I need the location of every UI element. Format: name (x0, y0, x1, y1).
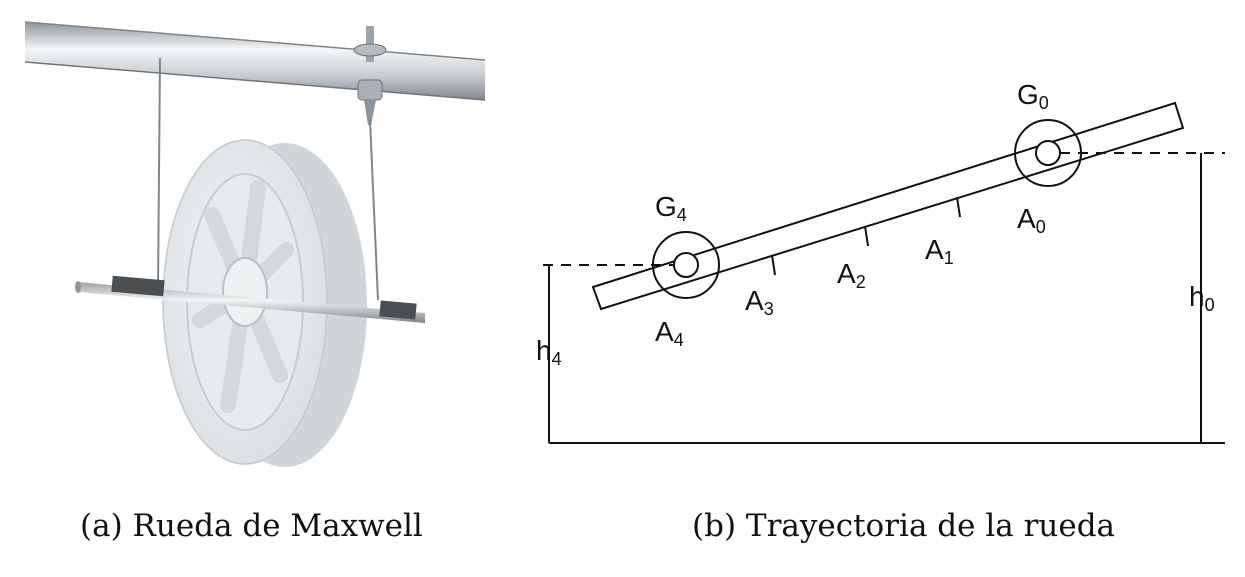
support-rod (24, 21, 486, 101)
left-string (157, 57, 161, 289)
label-h4: h4 (536, 335, 562, 369)
tick-a2 (864, 225, 869, 247)
right-string (369, 119, 379, 301)
rod-clamp (353, 26, 387, 125)
trajectory-diagram: G0 G4 A0 A1 A2 A3 A4 h0 h4 (536, 79, 1225, 444)
label-h0: h0 (1189, 281, 1215, 315)
label-a4: A4 (655, 316, 684, 350)
axle (75, 275, 425, 323)
tick-a1 (956, 196, 961, 218)
caption-b: (b) Trayectoria de la rueda (692, 508, 1116, 544)
label-a1: A1 (925, 234, 954, 268)
label-g0: G0 (1017, 79, 1049, 113)
caption-a: (a) Rueda de Maxwell (80, 508, 423, 544)
wheel-position-g0 (1014, 119, 1082, 187)
inclined-track (591, 101, 1185, 311)
label-a2: A2 (837, 258, 866, 292)
label-a0: A0 (1017, 203, 1046, 237)
label-a3: A3 (745, 285, 774, 319)
maxwell-wheel-illustration (24, 21, 486, 467)
label-g4: G4 (655, 191, 687, 225)
tick-a3 (771, 254, 776, 276)
